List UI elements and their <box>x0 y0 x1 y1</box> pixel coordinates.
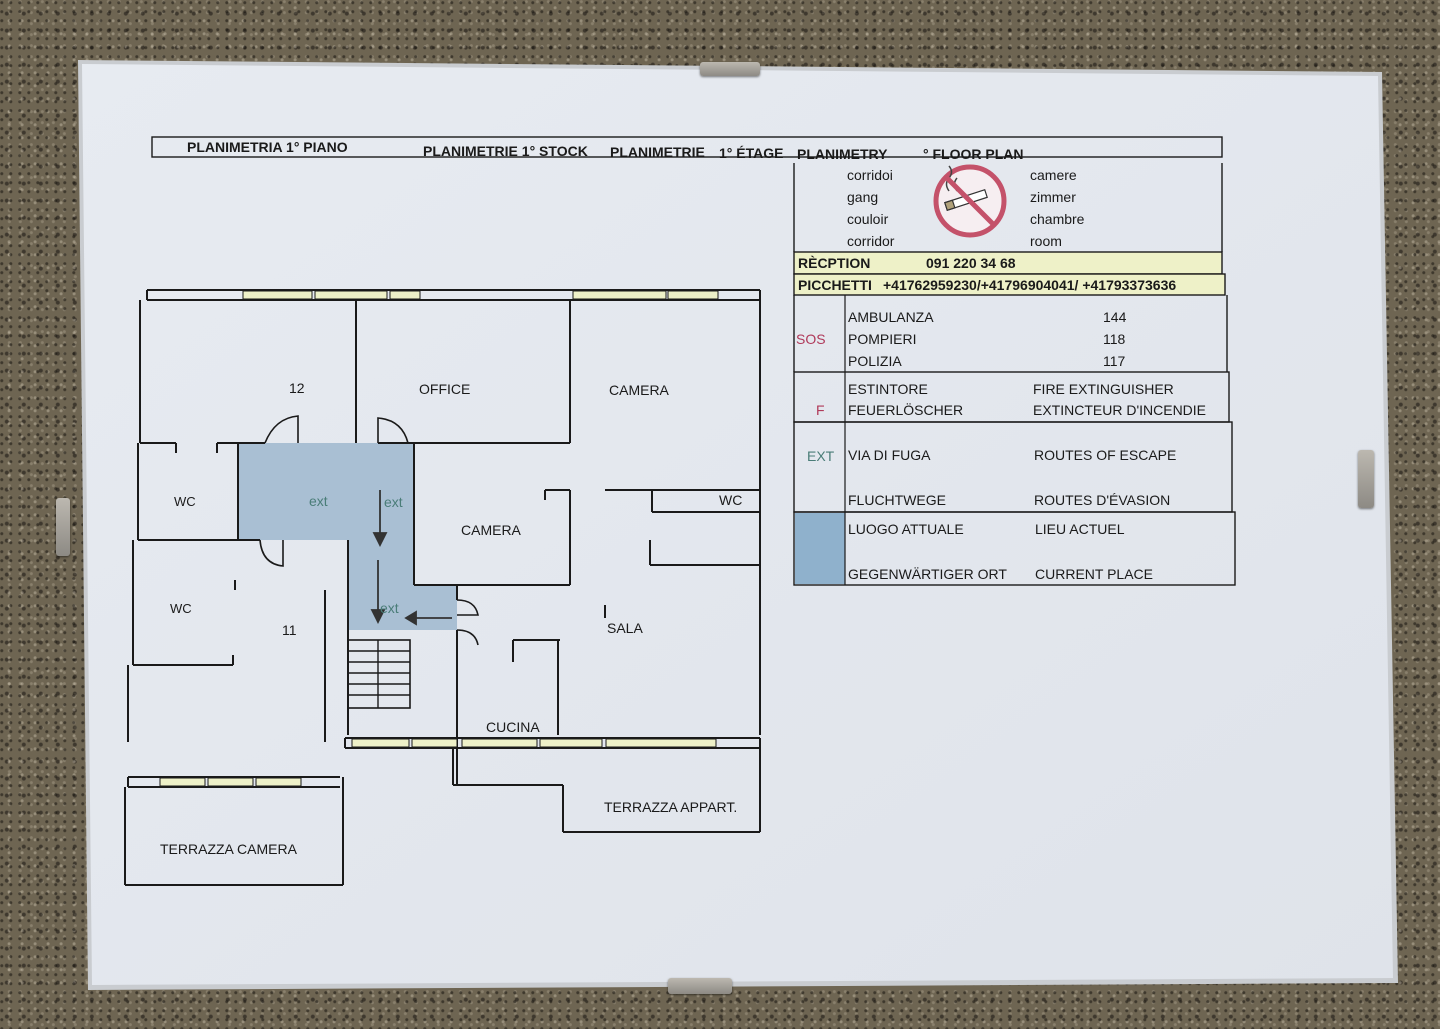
current-it: LUOGO ATTUALE <box>848 521 964 537</box>
escape-fr: ROUTES D'ÉVASION <box>1034 492 1170 508</box>
header-de: PLANIMETRIE 1° STOCK <box>423 143 588 159</box>
header-en-a: PLANIMETRY <box>797 146 888 162</box>
corridor-word-it: corridoi <box>847 167 893 183</box>
escape-en: ROUTES OF ESCAPE <box>1034 447 1176 463</box>
exit-label-2: ext <box>384 494 403 510</box>
extinguisher-it: ESTINTORE <box>848 381 928 397</box>
emergency-number-1: 144 <box>1103 309 1127 325</box>
extinguisher-symbol: F <box>816 402 825 418</box>
reception-number: 091 220 34 68 <box>926 255 1016 271</box>
cucina-label: CUCINA <box>486 719 540 735</box>
current-en: CURRENT PLACE <box>1035 566 1153 582</box>
frame-clip-right <box>1358 450 1374 508</box>
plan-labels: 12 OFFICE CAMERA WC WC 11 CAMERA WC SALA… <box>160 380 742 857</box>
room-12-label: 12 <box>289 380 305 396</box>
camera-top-label: CAMERA <box>609 382 670 398</box>
header-fr-b: 1° ÉTAGE <box>719 145 783 161</box>
no-smoking-icon <box>933 164 1007 238</box>
wc-left-bottom-label: WC <box>170 601 192 616</box>
extinguisher-de: FEUERLÖSCHER <box>848 401 963 418</box>
emergency-name-2: POMPIERI <box>848 331 916 347</box>
floor-plan <box>124 289 761 886</box>
room-word-fr: chambre <box>1030 211 1085 227</box>
sos-label: SOS <box>796 331 826 347</box>
escape-de: FLUCHTWEGE <box>848 492 946 508</box>
room-word-de: zimmer <box>1030 189 1076 205</box>
header-it: PLANIMETRIA 1° PIANO <box>187 139 348 155</box>
escape-route-arrows <box>370 490 452 626</box>
current-de: GEGENWÄRTIGER ORT <box>848 566 1007 582</box>
frame-clip-left <box>56 498 70 556</box>
header-bar: PLANIMETRIA 1° PIANO PLANIMETRIE 1° STOC… <box>151 136 1223 162</box>
current-fr: LIEU ACTUEL <box>1035 521 1125 537</box>
emergency-number-3: 117 <box>1103 353 1126 369</box>
terrazza-camera-label: TERRAZZA CAMERA <box>160 841 298 857</box>
wc-right-label: WC <box>719 492 742 508</box>
legend-table: corridoi gang couloir corridor camere zi… <box>793 163 1236 586</box>
extinguisher-en: FIRE EXTINGUISHER <box>1033 381 1174 397</box>
emergency-number-2: 118 <box>1103 331 1126 347</box>
emergency-name-3: POLIZIA <box>848 353 902 369</box>
corridor-word-de: gang <box>847 189 878 205</box>
header-fr-a: PLANIMETRIE <box>610 144 705 160</box>
corridor-word-en: corridor <box>847 233 895 249</box>
extinguisher-fr: EXTINCTEUR D'INCENDIE <box>1033 402 1206 418</box>
camera-mid-label: CAMERA <box>461 522 522 538</box>
current-place-swatch <box>795 513 845 584</box>
room-word-it: camere <box>1030 167 1077 183</box>
sala-label: SALA <box>607 620 643 636</box>
office-label: OFFICE <box>419 381 470 397</box>
exit-label-3: ext <box>380 600 399 616</box>
wc-left-top-label: WC <box>174 494 196 509</box>
frame-clip-top <box>700 62 760 76</box>
header-en-b: ° FLOOR PLAN <box>923 146 1023 162</box>
escape-symbol: EXT <box>807 448 835 464</box>
picchetti-numbers: +41762959230/+41796904041/ +41793373636 <box>883 277 1176 293</box>
exit-label-1: ext <box>309 493 328 509</box>
picchetti-label: PICCHETTI <box>798 277 872 293</box>
current-place-area <box>238 443 457 630</box>
emergency-name-1: AMBULANZA <box>848 309 934 325</box>
reception-label: RÈCPTION <box>798 255 870 271</box>
frame-clip-bottom <box>668 978 732 994</box>
room-word-en: room <box>1030 233 1062 249</box>
escape-it: VIA DI FUGA <box>848 447 931 463</box>
room-11-label: 11 <box>282 622 297 638</box>
corridor-word-fr: couloir <box>847 211 889 227</box>
terrazza-appart-label: TERRAZZA APPART. <box>604 799 737 815</box>
